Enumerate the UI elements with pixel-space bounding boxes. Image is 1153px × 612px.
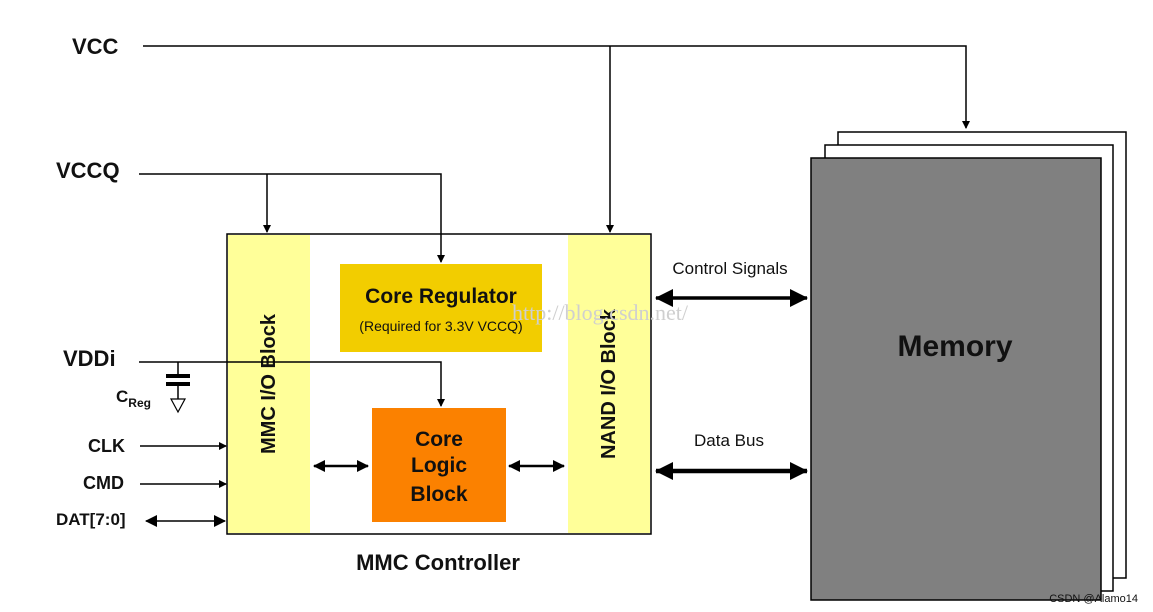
data-bus-label: Data Bus (694, 431, 764, 450)
nand-io-block (568, 235, 650, 533)
creg-label: CReg (116, 387, 151, 410)
control-signals-label: Control Signals (672, 259, 787, 278)
dat-label: DAT[7:0] (56, 510, 126, 529)
vcc-line (143, 45, 970, 233)
watermark-url: http://blog.csdn.net/ (512, 300, 689, 325)
clk-label: CLK (88, 436, 125, 456)
vddi-label: VDDi (63, 346, 116, 371)
mmc-io-block (228, 235, 310, 533)
mmc-io-label: MMC I/O Block (258, 313, 280, 454)
nand-io-label: NAND I/O Block (598, 308, 620, 459)
credit-label: CSDN @Alamo14 (1049, 593, 1138, 605)
cmd-label: CMD (83, 473, 124, 493)
core-logic-label-3: Block (410, 483, 468, 506)
memory-label: Memory (897, 330, 1012, 363)
creg-capacitor (166, 362, 190, 399)
ground-icon (169, 398, 187, 414)
vcc-label: VCC (72, 34, 119, 59)
core-logic-label-2: Logic (411, 454, 467, 477)
core-logic-label-1: Core (415, 428, 463, 451)
core-regulator-block (340, 264, 542, 352)
vddi-line (139, 361, 445, 407)
core-regulator-note: (Required for 3.3V VCCQ) (359, 318, 522, 334)
core-logic-block (372, 408, 506, 522)
memory-block (810, 157, 1102, 601)
vccq-label: VCCQ (56, 158, 120, 183)
mmc-controller-label: MMC Controller (356, 550, 520, 575)
core-regulator-label: Core Regulator (365, 285, 517, 308)
memory-stack: Memory (810, 131, 1127, 601)
vccq-line (139, 173, 445, 263)
